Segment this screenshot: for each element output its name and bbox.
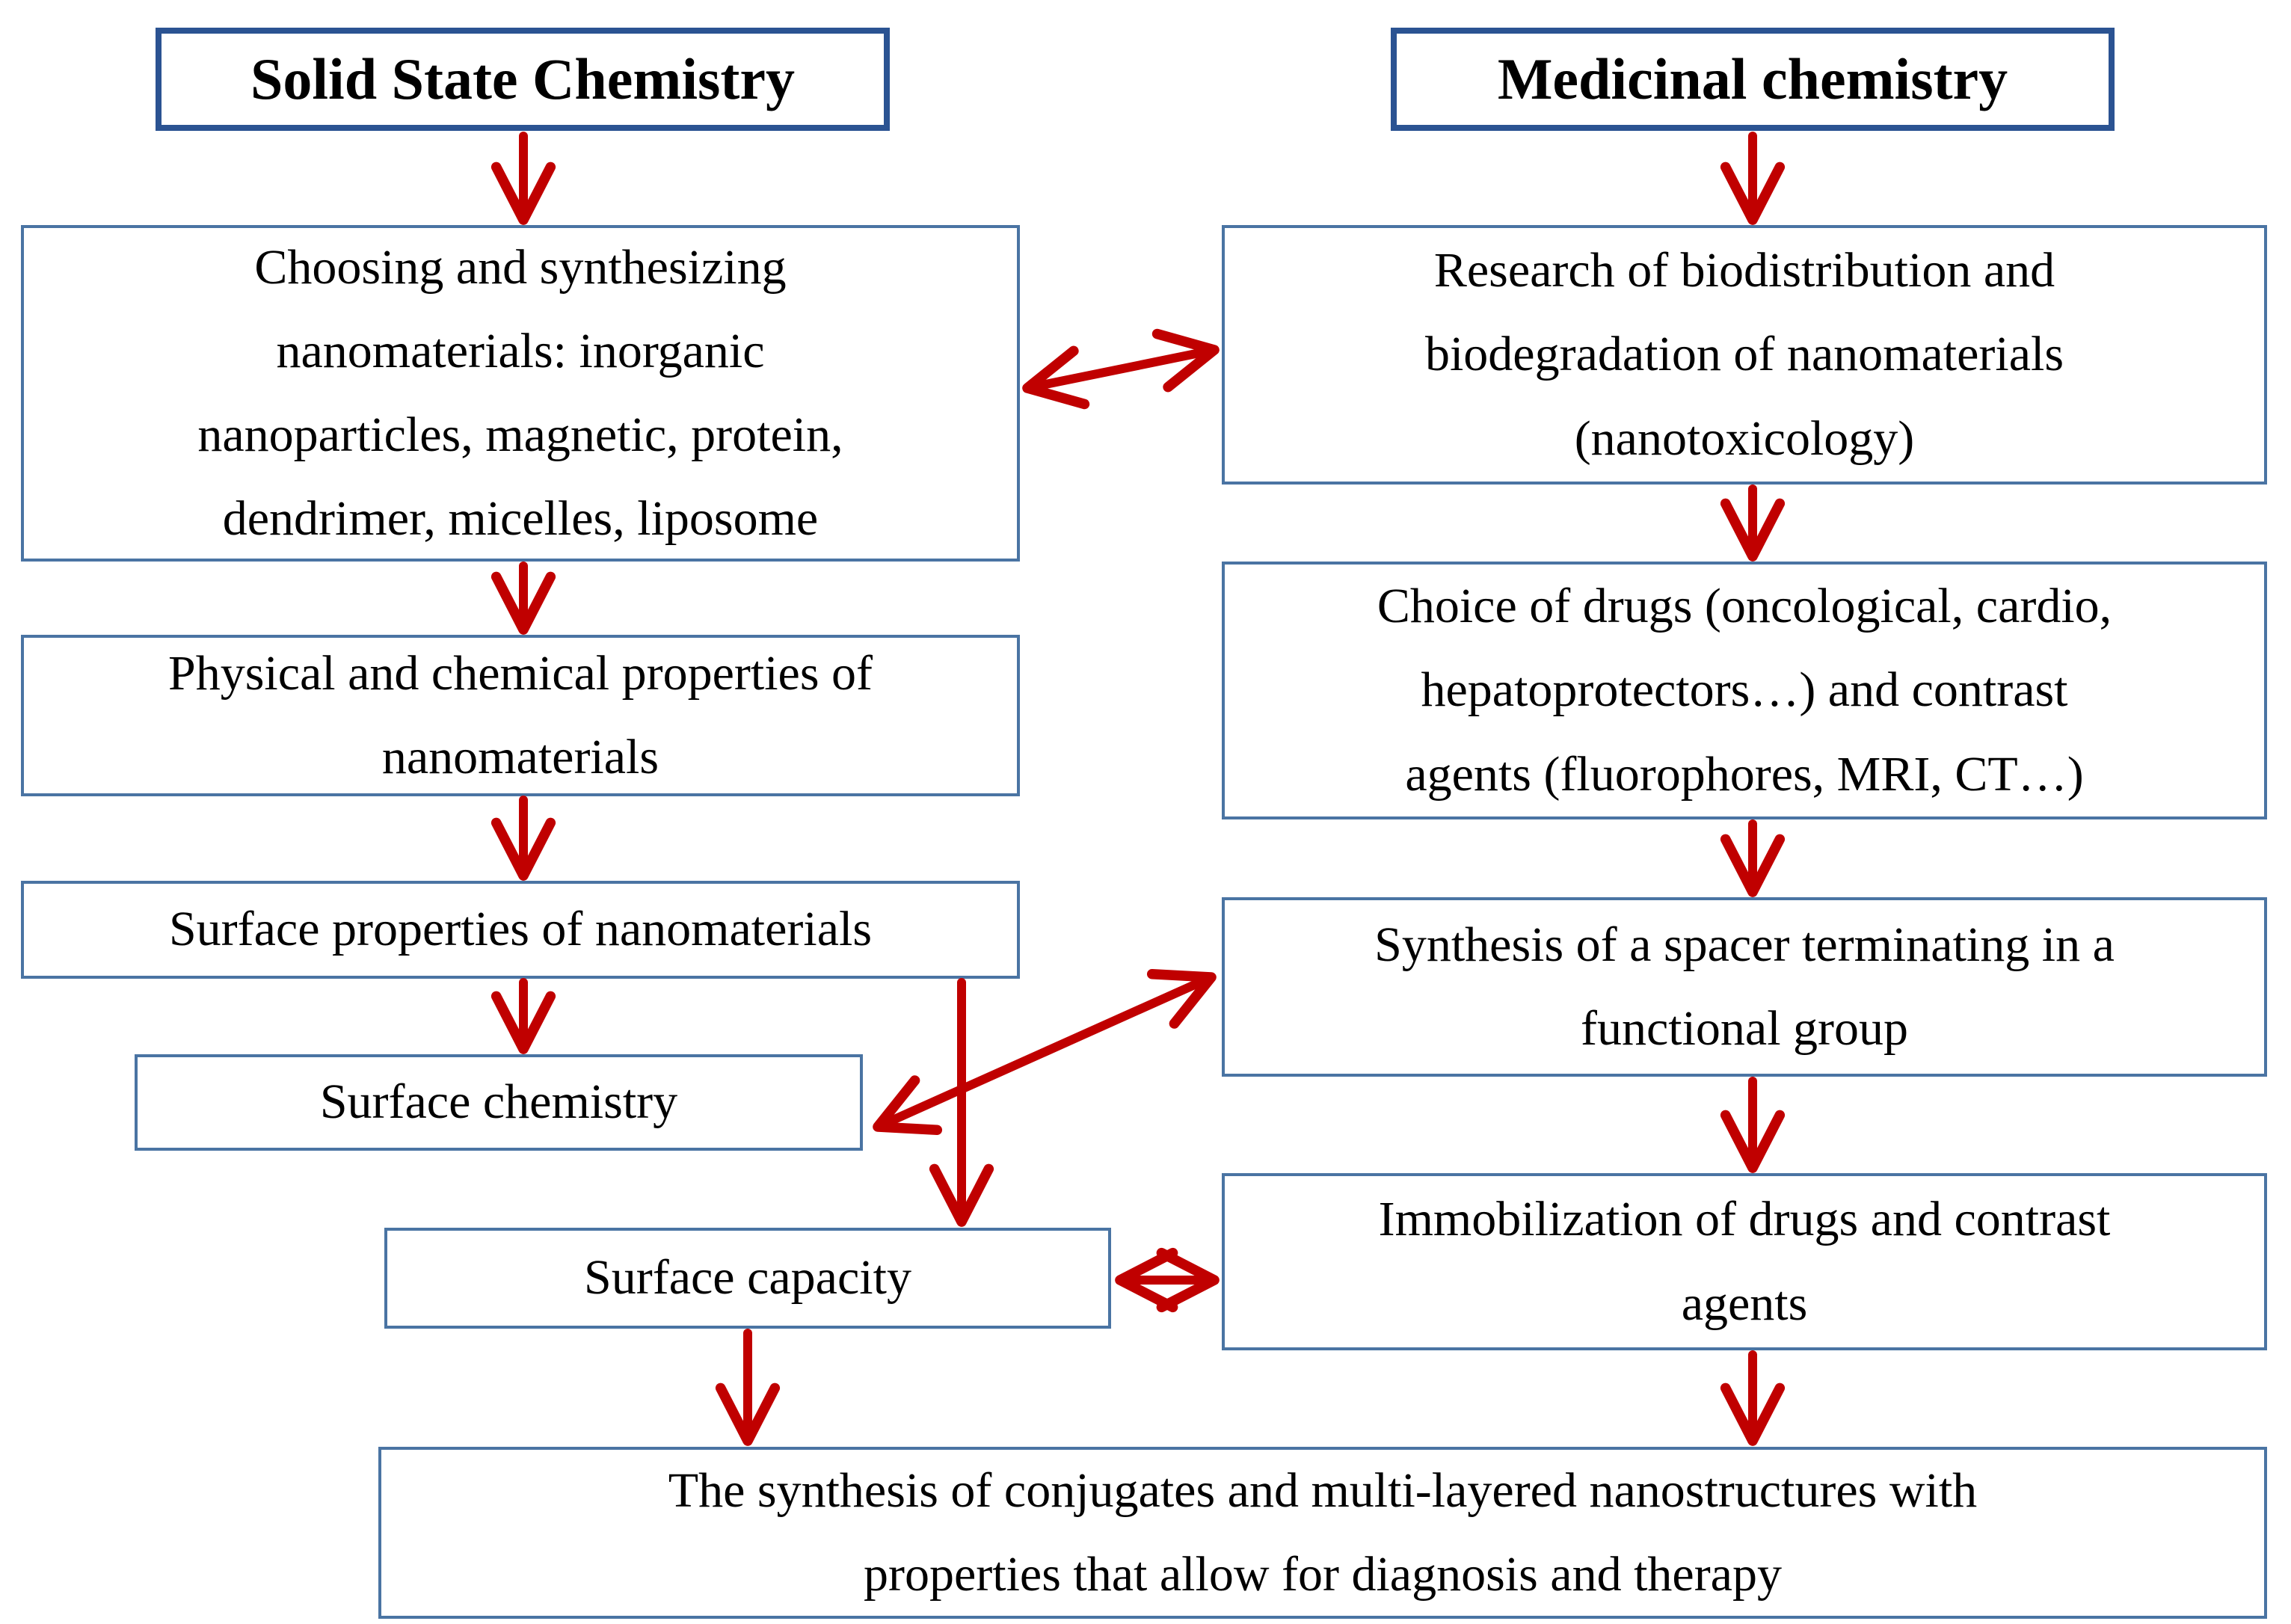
box-physical-chemical-properties: Physical and chemical properties of nano… bbox=[21, 635, 1020, 796]
box-label: Choosing and synthesizing nanomaterials:… bbox=[197, 239, 843, 547]
box-label: Synthesis of a spacer terminating in a f… bbox=[1374, 917, 2115, 1056]
box-immobilization: Immobilization of drugs and contrast age… bbox=[1222, 1173, 2267, 1350]
box-choice-of-drugs: Choice of drugs (oncological, cardio, he… bbox=[1222, 562, 2267, 819]
box-label: Choice of drugs (oncological, cardio, he… bbox=[1377, 579, 2112, 802]
box-label: Medicinal chemistry bbox=[1497, 46, 2008, 112]
box-medicinal-chemistry-header: Medicinal chemistry bbox=[1391, 28, 2115, 131]
arrow-choosing-research-bidirectional bbox=[1022, 328, 1220, 410]
box-research-biodistribution: Research of biodistribution and biodegra… bbox=[1222, 225, 2267, 485]
box-choosing-synthesizing: Choosing and synthesizing nanomaterials:… bbox=[21, 225, 1020, 562]
box-label: Physical and chemical properties of nano… bbox=[167, 645, 873, 784]
box-synthesis-spacer: Synthesis of a spacer terminating in a f… bbox=[1222, 897, 2267, 1077]
box-label: Immobilization of drugs and contrast age… bbox=[1378, 1192, 2111, 1331]
arrow-surface-chemistry-spacer-bidirectional bbox=[873, 968, 1217, 1136]
box-surface-properties: Surface properties of nanomaterials bbox=[21, 881, 1020, 979]
box-label: Research of biodistribution and biodegra… bbox=[1424, 243, 2064, 466]
box-surface-chemistry: Surface chemistry bbox=[135, 1054, 863, 1151]
box-solid-state-chemistry-header: Solid State Chemistry bbox=[156, 28, 890, 131]
box-label: Surface capacity bbox=[584, 1250, 911, 1305]
box-label: The synthesis of conjugates and multi-la… bbox=[668, 1462, 1978, 1602]
box-surface-capacity: Surface capacity bbox=[384, 1228, 1111, 1329]
box-label: Surface chemistry bbox=[319, 1074, 678, 1130]
box-final-synthesis: The synthesis of conjugates and multi-la… bbox=[378, 1447, 2267, 1619]
box-label: Solid State Chemistry bbox=[250, 46, 795, 112]
box-label: Surface properties of nanomaterials bbox=[168, 902, 873, 957]
